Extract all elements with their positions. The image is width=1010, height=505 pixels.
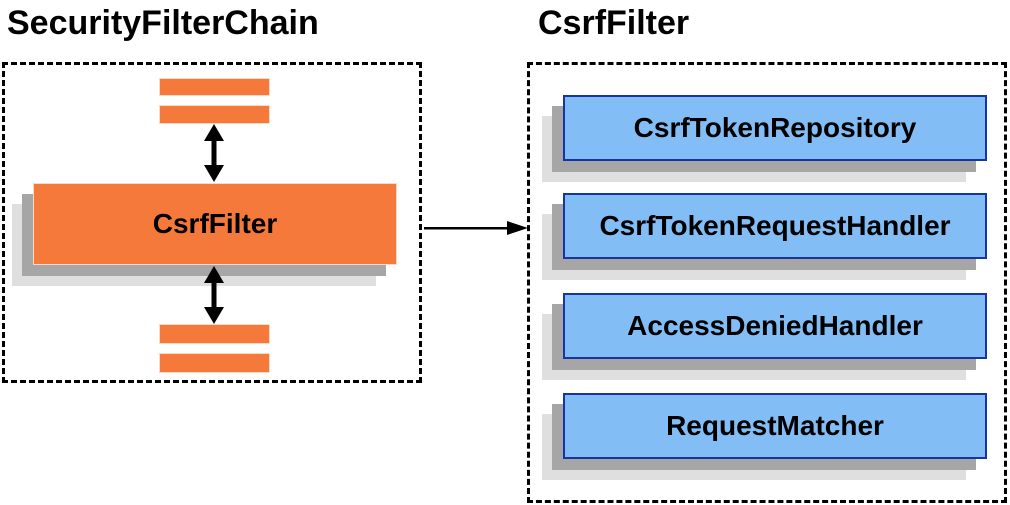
component-access-denied-handler: AccessDeniedHandler bbox=[563, 293, 987, 359]
csrf-filter-title: CsrfFilter bbox=[538, 4, 690, 42]
component-label: CsrfTokenRepository bbox=[633, 112, 917, 143]
csrf-filter-node: CsrfFilter bbox=[33, 183, 397, 265]
flow-arrow-icon bbox=[424, 218, 528, 238]
component-label: AccessDeniedHandler bbox=[627, 310, 923, 341]
filter-chain-bar bbox=[159, 324, 270, 344]
security-filter-chain-title: SecurityFilterChain bbox=[7, 4, 319, 42]
csrf-filter-node-label: CsrfFilter bbox=[152, 208, 278, 239]
component-request-matcher: RequestMatcher bbox=[563, 393, 987, 459]
component-label: RequestMatcher bbox=[666, 410, 884, 441]
filter-chain-bar bbox=[159, 105, 270, 124]
filter-chain-bar bbox=[159, 78, 270, 96]
bidirectional-arrow-icon bbox=[199, 266, 229, 324]
security-filter-chain-container bbox=[2, 62, 422, 383]
bidirectional-arrow-icon bbox=[199, 124, 229, 182]
component-csrf-token-repository: CsrfTokenRepository bbox=[563, 95, 987, 161]
component-label: CsrfTokenRequestHandler bbox=[599, 210, 951, 241]
filter-chain-bar bbox=[159, 353, 270, 373]
csrf-filter-container bbox=[527, 62, 1007, 503]
component-csrf-token-request-handler: CsrfTokenRequestHandler bbox=[563, 193, 987, 259]
